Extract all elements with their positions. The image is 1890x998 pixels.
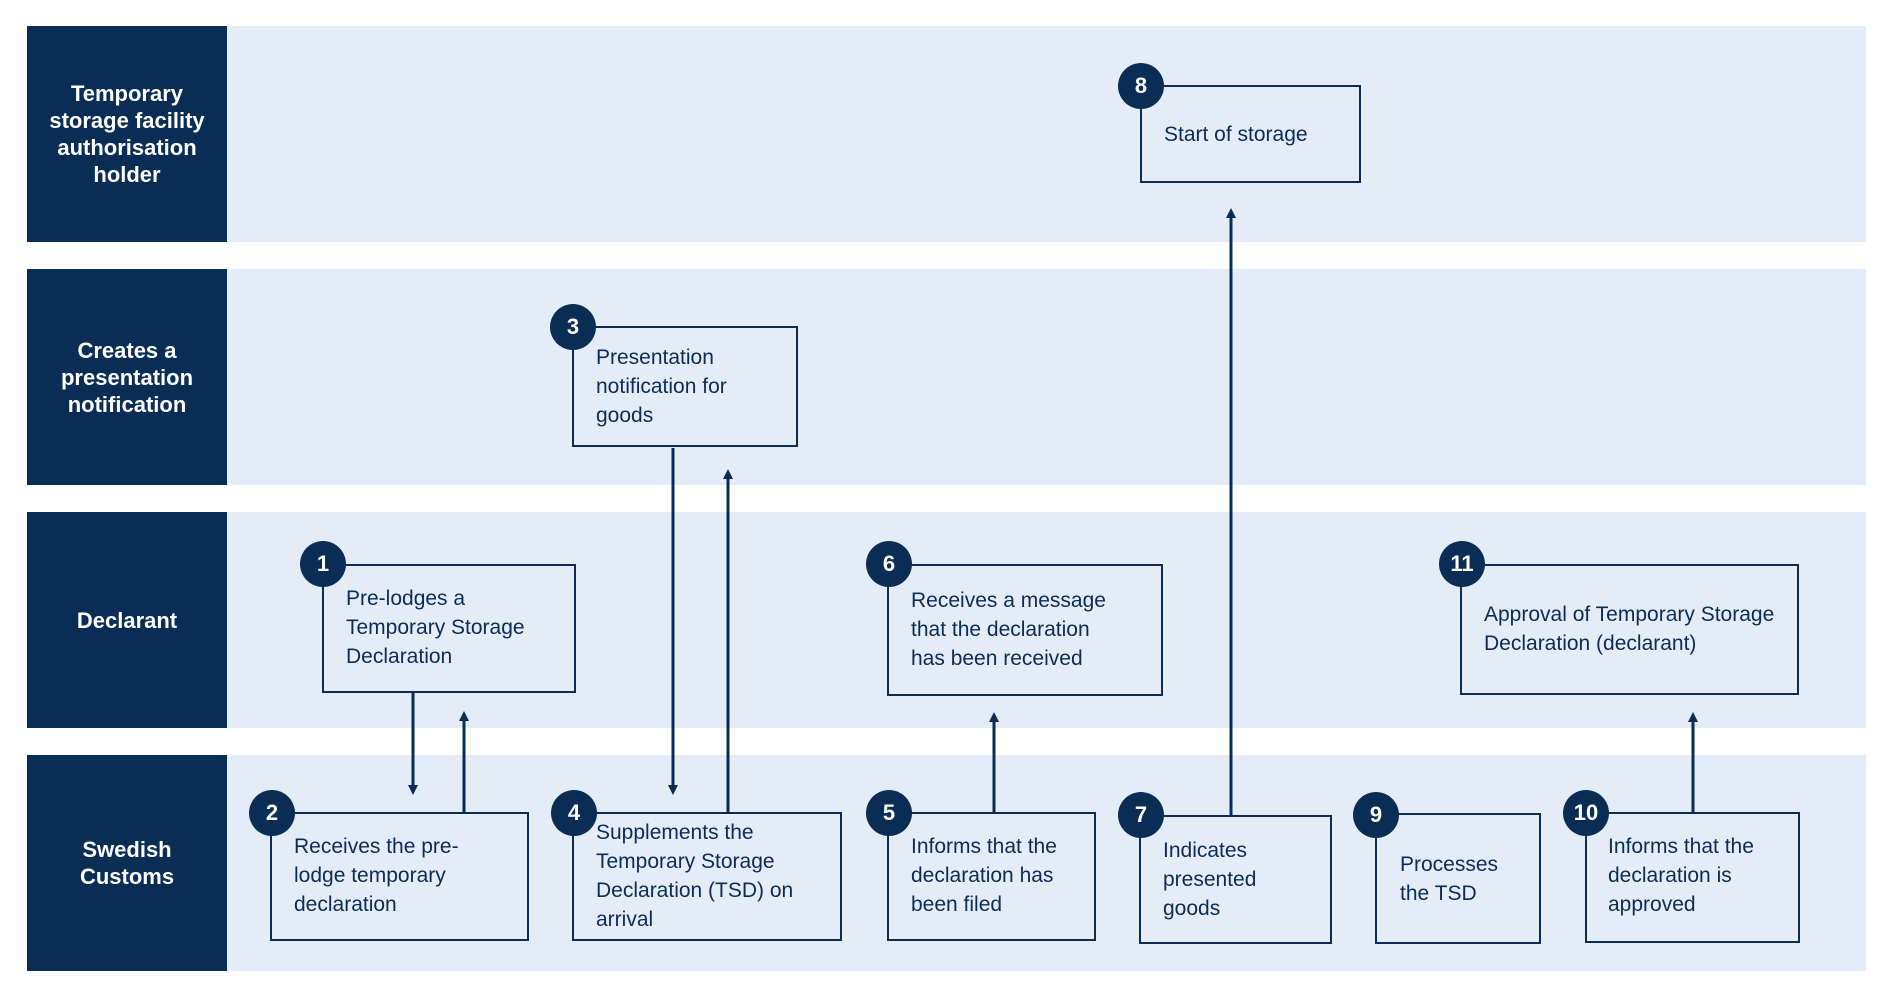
step-7-box	[1139, 815, 1332, 944]
step-8-box	[1140, 85, 1361, 183]
step-10-box	[1585, 812, 1800, 943]
step-6-line: Receives a message	[911, 589, 1106, 612]
step-3-text: Presentation notification for goods	[596, 343, 727, 430]
step-6-box	[887, 564, 1163, 696]
step-10-text: Informs that the declaration is approved	[1608, 832, 1754, 919]
step-1-badge: 1	[300, 541, 346, 587]
step-5-line: been filed	[911, 893, 1003, 916]
step-9-badge: 9	[1353, 792, 1399, 838]
step-2-line: Receives the pre-	[294, 835, 459, 858]
step-3-box	[572, 326, 798, 447]
lane-label-line: notification	[67, 391, 187, 417]
step-3-badge: 3	[550, 304, 596, 350]
lane-background-tsf	[227, 26, 1866, 242]
step-8-line: Start of storage	[1164, 123, 1308, 146]
lane-label-declarant: Declarant	[27, 512, 227, 728]
step-7-line: Indicates	[1163, 839, 1248, 862]
step-1-text: Pre-lodges a Temporary Storage Declarati…	[346, 584, 525, 671]
step-6-badge: 6	[866, 541, 912, 587]
lane-label-presentation: Creates a presentation notification	[27, 269, 227, 485]
lane-background-presentation	[227, 269, 1866, 485]
step-9-line: Processes	[1400, 853, 1499, 876]
lane-label-line: authorisation	[57, 135, 197, 160]
step-4-badge: 4	[551, 790, 597, 836]
step-4-text: Supplements the Temporary Storage Declar…	[596, 818, 793, 934]
step-10-line: declaration is	[1608, 864, 1732, 887]
step-7-line: presented	[1163, 868, 1257, 891]
step-1-line: Declaration	[346, 645, 453, 668]
step-3-line: Presentation	[596, 346, 714, 369]
step-1-line: Pre-lodges a	[346, 587, 466, 610]
lane-label-line: Swedish	[82, 837, 172, 862]
step-9-text: Processes the TSD	[1400, 850, 1498, 908]
lane-label-line: Temporary	[70, 81, 184, 106]
step-5-badge: 5	[866, 790, 912, 836]
step-10-badge: 10	[1563, 790, 1609, 836]
step-5-line: Informs that the	[911, 835, 1057, 858]
step-10-line: approved	[1608, 893, 1696, 916]
step-1-box	[322, 564, 576, 693]
step-5-line: declaration has	[911, 864, 1054, 887]
step-3-line: goods	[596, 404, 654, 427]
step-11-line: Declaration (declarant)	[1484, 632, 1697, 655]
step-11-text: Approval of Temporary Storage Declaratio…	[1484, 600, 1774, 658]
lane-label-line: storage facility	[49, 108, 205, 133]
step-9-line: the TSD	[1400, 882, 1477, 905]
step-10-line: Informs that the	[1608, 835, 1754, 858]
step-11-badge: 11	[1439, 541, 1485, 587]
lane-label-line: Customs	[79, 864, 175, 889]
step-5-text: Informs that the declaration has been fi…	[911, 832, 1057, 919]
step-6-text: Receives a message that the declaration …	[911, 586, 1106, 673]
step-2-badge: 2	[249, 790, 295, 836]
step-11-box	[1460, 564, 1799, 695]
step-7-badge: 7	[1118, 792, 1164, 838]
step-2-box	[270, 812, 529, 941]
lane-label-tsf-holder: Temporary storage facility authorisation…	[27, 26, 227, 242]
step-2-line: declaration	[294, 893, 397, 916]
step-4-line: Temporary Storage	[596, 850, 775, 873]
step-8-badge: 8	[1118, 63, 1164, 109]
step-4-box	[572, 812, 842, 941]
step-3-line: notification for	[596, 375, 727, 398]
step-2-line: lodge temporary	[294, 864, 446, 887]
lane-label-line: Declarant	[76, 607, 178, 633]
step-7-line: goods	[1163, 897, 1221, 920]
step-4-line: arrival	[596, 908, 654, 931]
lane-label-line: holder	[93, 162, 161, 187]
step-9-box	[1375, 813, 1541, 944]
step-2-text: Receives the pre- lodge temporary declar…	[294, 832, 459, 919]
step-5-box	[887, 812, 1096, 941]
step-4-line: Supplements the	[596, 821, 754, 844]
step-6-line: that the declaration	[911, 618, 1090, 641]
step-11-line: Approval of Temporary Storage	[1484, 603, 1775, 626]
lane-label-customs: Swedish Customs	[27, 755, 227, 971]
step-1-line: Temporary Storage	[346, 616, 525, 639]
lane-label-line: Creates a	[77, 337, 177, 363]
step-6-line: has been received	[911, 647, 1083, 670]
step-7-text: Indicates presented goods	[1163, 836, 1256, 923]
step-8-text: Start of storage	[1164, 120, 1308, 149]
step-4-line: Declaration (TSD) on	[596, 879, 794, 902]
lane-label-line: presentation	[60, 364, 194, 390]
